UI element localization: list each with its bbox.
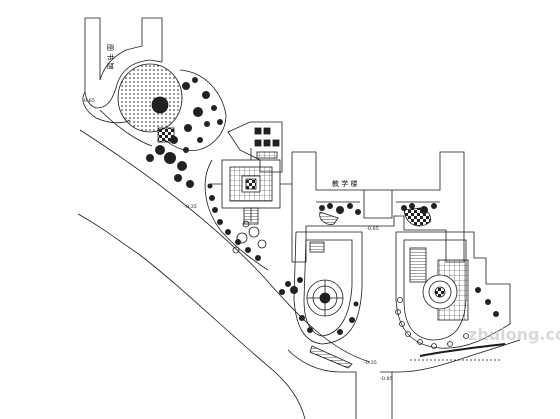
curved-walkway bbox=[204, 159, 269, 271]
river-edge-line bbox=[77, 213, 306, 419]
river-bank-line bbox=[79, 129, 371, 363]
round-fountain bbox=[306, 279, 344, 317]
teaching-building-label: 教 学 楼 bbox=[332, 179, 357, 188]
service-building bbox=[227, 121, 283, 173]
library-building bbox=[82, 17, 163, 147]
elevation-teaching: -0.65 bbox=[366, 226, 379, 232]
round-pavilion bbox=[422, 274, 458, 310]
watermark-text: zhulong.com bbox=[468, 325, 560, 344]
central-square-plaza bbox=[211, 148, 292, 225]
library-label: 图 书 馆 bbox=[106, 44, 115, 69]
entry-hatched-strip bbox=[309, 345, 353, 369]
elevation-library-west: -0.65 bbox=[82, 98, 95, 104]
entry-road-right bbox=[380, 339, 521, 373]
left-garden bbox=[293, 231, 363, 345]
teaching-building bbox=[291, 151, 465, 263]
elevation-entry: -0.35 bbox=[364, 360, 377, 366]
entry-road-left bbox=[287, 349, 357, 419]
elevation-path-left: -0.35 bbox=[184, 204, 197, 210]
library-round-plaza bbox=[117, 63, 183, 133]
lawn-shrubs bbox=[232, 220, 267, 254]
elevation-bottom: -0.85 bbox=[380, 376, 393, 382]
